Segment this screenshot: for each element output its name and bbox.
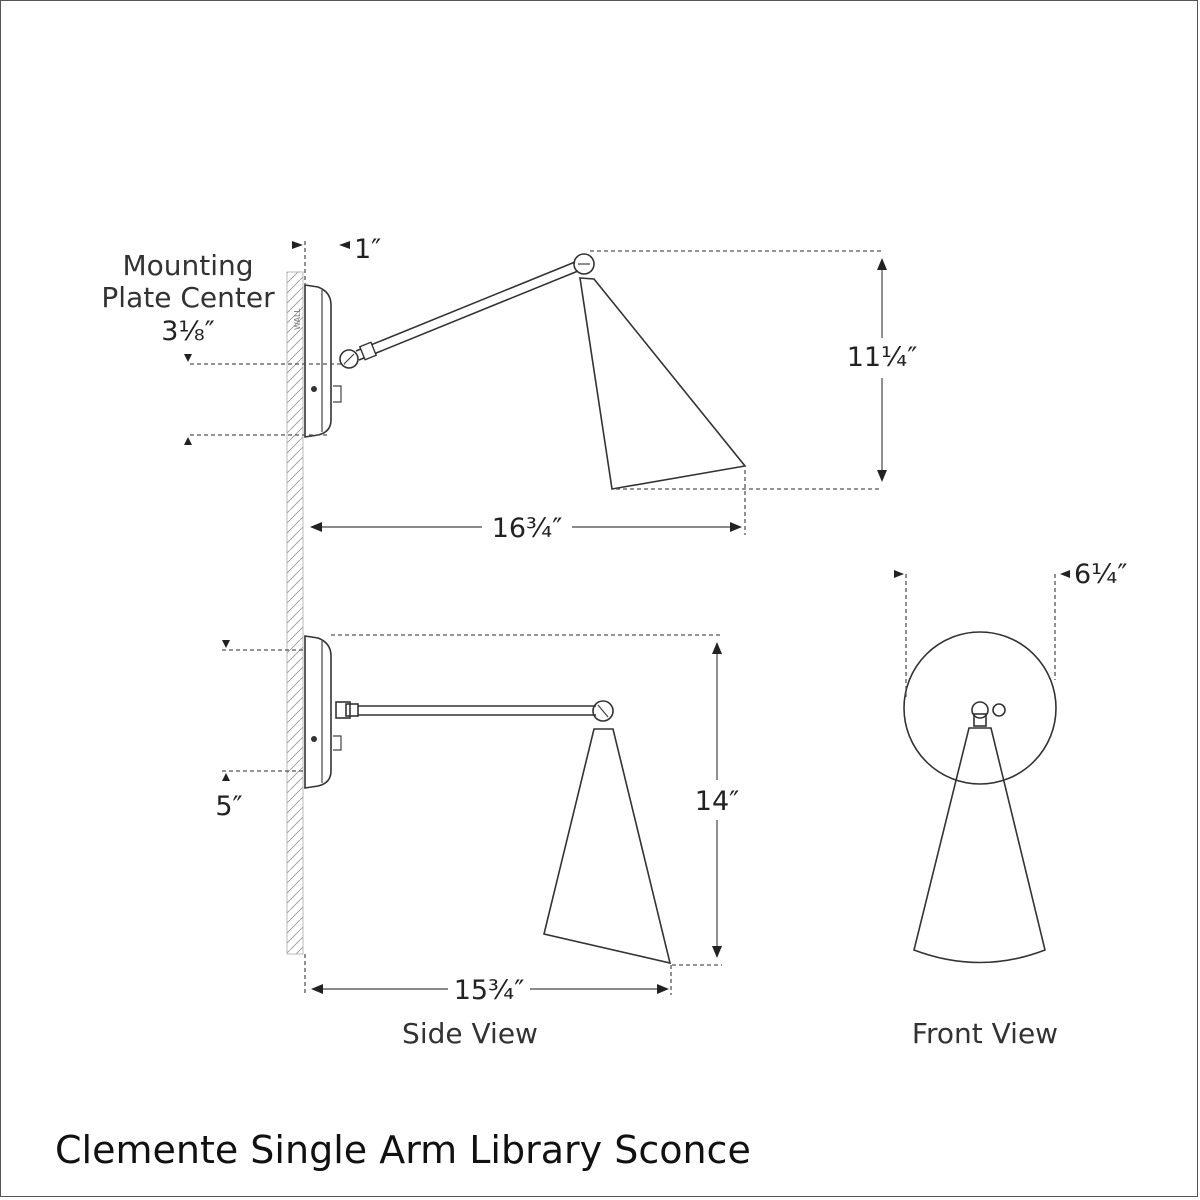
dim-shade-diameter: 6¼″ [1074,559,1127,590]
swivel-joint-top [339,349,359,369]
arm-mount-bottom [335,701,351,719]
backplate-top [304,284,332,438]
dim-plate-depth: 1″ [354,234,381,265]
dim-raised-extension: 16¾″ [492,513,563,544]
dim-mounting-plate-center: 3⅛″ [161,316,214,347]
switch-knob [333,385,342,403]
shade-top [579,277,747,490]
mounting-label-line2: Plate Center [101,281,275,314]
front-view-label: Front View [912,1017,1058,1050]
front-view-sconce [903,631,1057,964]
shade-joint-top [573,253,595,275]
shade-joint-bottom [592,700,614,722]
round-backplate [903,631,1057,785]
wall: WALL [286,271,304,955]
wall-label: WALL [293,308,302,330]
dimension-lines [184,241,1070,995]
arm-top [355,261,576,352]
front-shade [913,727,1046,964]
dim-lowered-extension: 15¾″ [454,975,525,1006]
product-title: Clemente Single Arm Library Sconce [55,1128,751,1172]
side-view-raised-sconce [304,253,747,490]
shade-bottom [543,728,672,965]
side-view-label: Side View [402,1017,538,1050]
backplate-bottom [304,635,332,789]
side-view-lowered-sconce [304,635,672,965]
switch-dot [311,386,317,392]
dim-raised-height: 11¼″ [847,342,918,373]
dim-lowered-height: 14″ [695,786,739,817]
dim-lowered-offset: 5″ [215,791,242,822]
mounting-label-line1: Mounting [122,249,253,282]
